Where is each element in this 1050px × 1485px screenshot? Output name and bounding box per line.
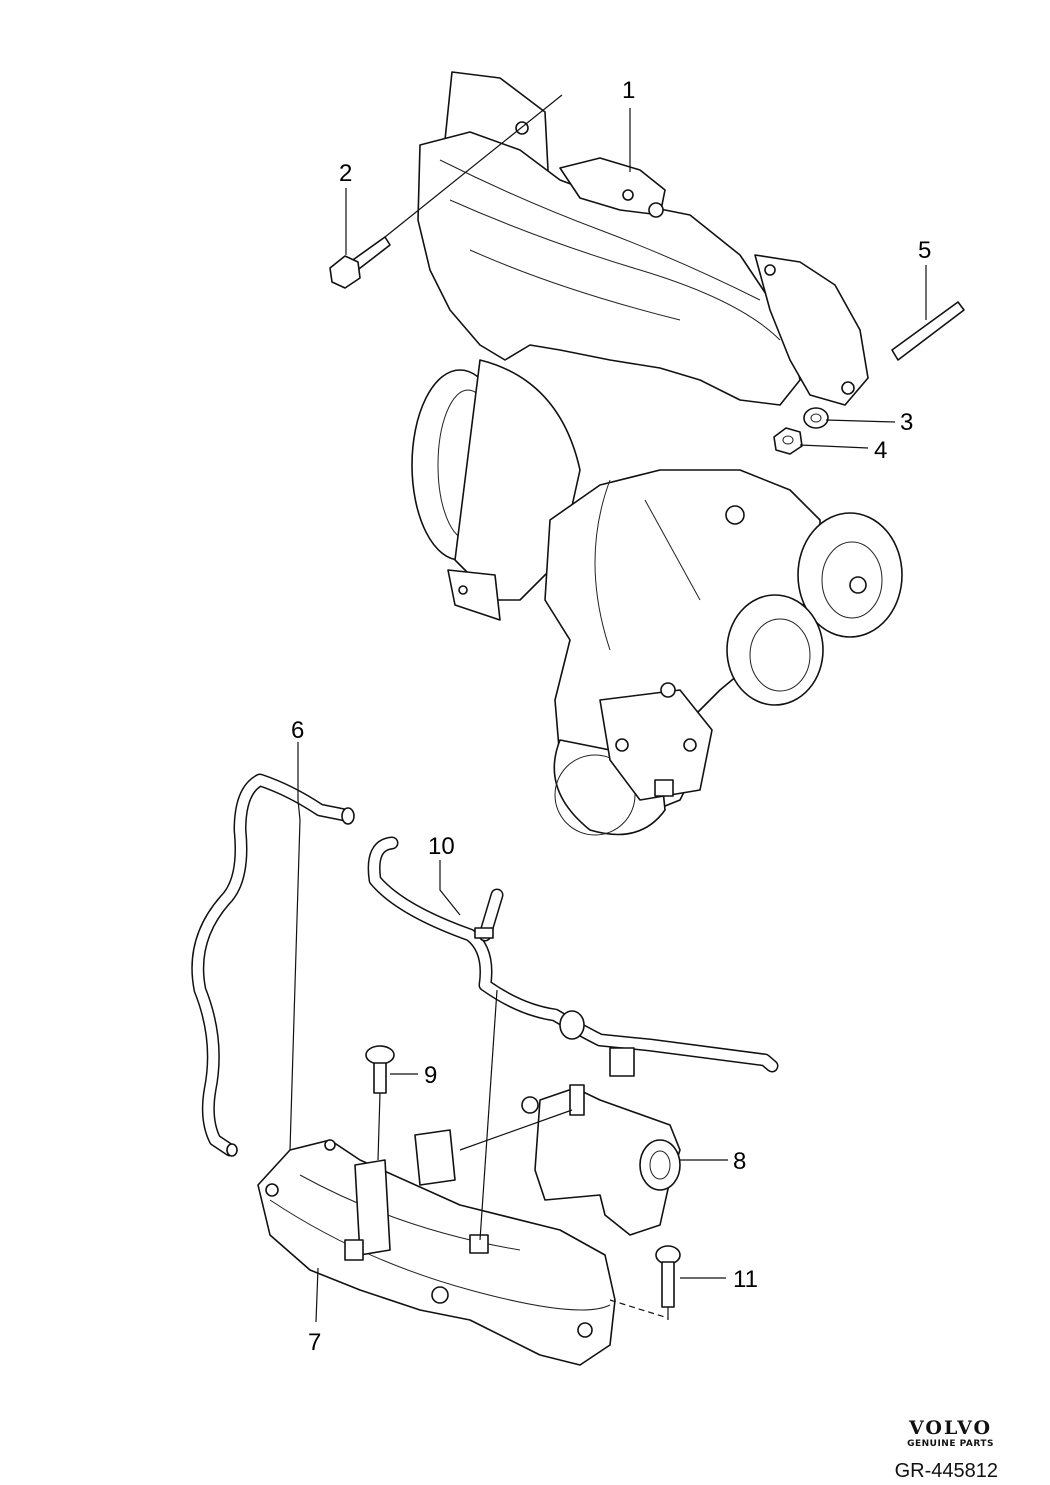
exhaust-manifold xyxy=(417,71,869,406)
turbocharger xyxy=(544,469,903,836)
callout-2: 2 xyxy=(339,160,352,187)
bolt-2 xyxy=(329,236,391,289)
brand-tagline: GENUINE PARTS xyxy=(907,1439,994,1449)
callout-7: 7 xyxy=(308,1329,321,1356)
brand-name: VOLVO xyxy=(909,1417,993,1439)
callout-6: 6 xyxy=(291,717,304,744)
valve-8 xyxy=(521,1084,681,1236)
reference-code: GR-445812 xyxy=(894,1460,998,1482)
callout-10: 10 xyxy=(428,833,455,860)
callout-5: 5 xyxy=(918,237,931,264)
callout-11: 11 xyxy=(733,1266,758,1293)
hose-6 xyxy=(191,773,355,1157)
callout-labels: 1 2 3 4 5 6 7 8 9 10 11 xyxy=(291,77,931,1356)
bolt-11 xyxy=(655,1245,681,1308)
callout-3: 3 xyxy=(900,409,913,436)
bracket-7 xyxy=(257,1129,616,1366)
callout-4: 4 xyxy=(874,437,887,464)
washer-3 xyxy=(803,407,829,429)
callout-1: 1 xyxy=(622,77,635,104)
callout-9: 9 xyxy=(424,1062,437,1089)
volvo-brand-logo: VOLVO GENUINE PARTS xyxy=(907,1418,994,1450)
nut-4 xyxy=(773,427,803,455)
leader-lines xyxy=(289,94,927,1323)
bolt-9 xyxy=(365,1045,395,1094)
stud-5 xyxy=(891,301,965,361)
hose-10 xyxy=(367,836,779,1077)
callout-8: 8 xyxy=(733,1148,746,1175)
